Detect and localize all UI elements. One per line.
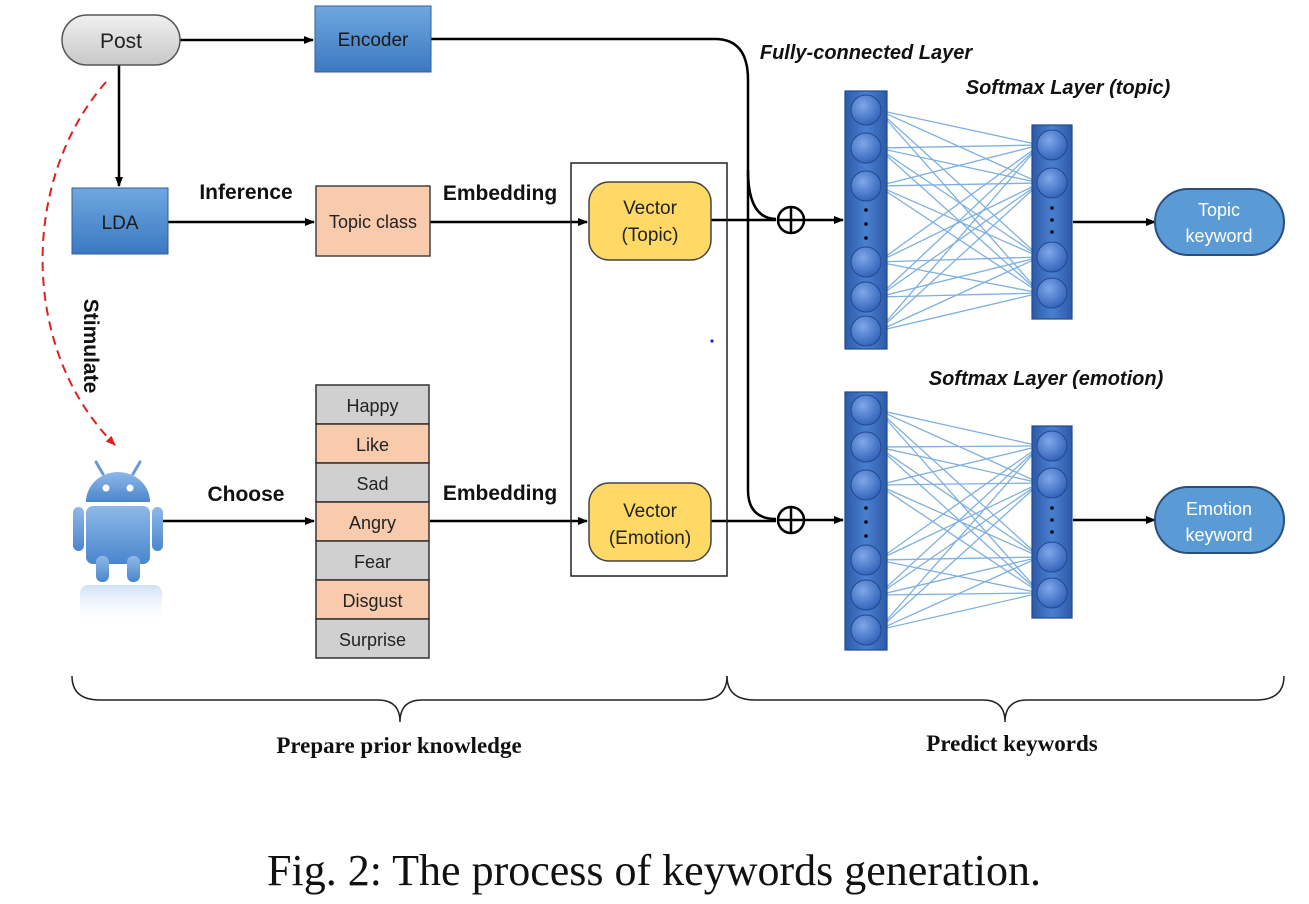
emotion-item: Surprise	[315, 618, 430, 659]
vector-container	[570, 162, 728, 577]
topic-keyword-line2: keyword	[1185, 226, 1252, 246]
neuron	[1036, 277, 1068, 309]
post-node: Post	[61, 14, 181, 66]
softmax-emotion-label: Softmax Layer (emotion)	[929, 368, 1164, 390]
vector-topic-line2: (Topic)	[621, 225, 678, 246]
neuron	[1036, 430, 1068, 462]
fc-connections	[877, 409, 1041, 631]
neuron	[850, 394, 882, 426]
emotion-item: Like	[315, 423, 430, 464]
stray-dot	[710, 339, 714, 343]
vector-emotion-line1: Vector	[623, 501, 678, 522]
neuron	[1036, 577, 1068, 609]
topic-keyword-node: Topic keyword	[1154, 188, 1285, 256]
emotion-label: Disgust	[342, 591, 402, 611]
fc-connections	[877, 109, 1041, 332]
emotion-label: Fear	[354, 552, 391, 572]
emotion-keyword-node: Emotion keyword	[1154, 486, 1285, 554]
circled-plus-icon	[776, 205, 806, 235]
neuron	[1036, 167, 1068, 199]
neuron	[850, 544, 882, 576]
embedding-topic-label: Embedding	[443, 182, 557, 205]
vector-emotion-line2: (Emotion)	[609, 528, 691, 549]
stimulate-arrow	[41, 81, 116, 446]
ellipsis-dots	[864, 506, 868, 538]
emotion-label: Angry	[349, 513, 396, 533]
neuron	[850, 281, 882, 313]
ellipsis-dots	[864, 208, 868, 240]
neuron	[850, 132, 882, 164]
neural-net-topic	[844, 90, 1073, 350]
topic-keyword-line1: Topic	[1198, 200, 1240, 220]
neuron	[850, 614, 882, 646]
neuron	[850, 246, 882, 278]
ellipsis-dots	[1050, 206, 1054, 234]
edge-encoder-to-plus	[431, 37, 777, 521]
neuron	[1036, 541, 1068, 573]
connectors	[115, 36, 1156, 525]
vector-topic-node: Vector (Topic)	[588, 181, 712, 261]
neuron	[1036, 241, 1068, 273]
lda-label: LDA	[102, 213, 139, 234]
emotion-label: Sad	[356, 474, 388, 494]
neuron	[850, 94, 882, 126]
choose-label: Choose	[207, 483, 284, 506]
topic-class-label: Topic class	[329, 212, 417, 232]
vector-emotion-node: Vector (Emotion)	[588, 482, 712, 562]
stimulate-label: Stimulate	[79, 299, 102, 394]
post-label: Post	[100, 30, 142, 53]
topic-class-node: Topic class	[315, 185, 431, 257]
brace-predict	[726, 675, 1285, 723]
emotion-item: Sad	[315, 462, 430, 503]
section-prepare-label: Prepare prior knowledge	[276, 733, 521, 758]
emotion-label: Happy	[346, 396, 398, 416]
emotion-label: Surprise	[339, 630, 406, 650]
neuron	[850, 469, 882, 501]
emotion-keyword-line2: keyword	[1185, 525, 1252, 545]
neural-net-emotion	[844, 391, 1073, 651]
fully-connected-layer-label: Fully-connected Layer	[760, 42, 973, 64]
figure-caption: Fig. 2: The process of keywords generati…	[267, 846, 1041, 895]
softmax-topic-label: Softmax Layer (topic)	[966, 77, 1171, 99]
edge-encoder-branch-topic	[746, 169, 777, 221]
neuron	[850, 315, 882, 347]
neuron	[850, 431, 882, 463]
embedding-emotion-label: Embedding	[443, 482, 557, 505]
neuron	[850, 579, 882, 611]
emotion-item: Happy	[315, 384, 430, 425]
android-robot-icon	[73, 460, 163, 625]
ellipsis-dots	[1050, 506, 1054, 534]
vector-topic-line1: Vector	[623, 198, 678, 219]
emotion-keyword-line1: Emotion	[1186, 499, 1252, 519]
emotion-item: Angry	[315, 501, 430, 542]
brace-prepare	[71, 675, 728, 723]
neuron	[850, 170, 882, 202]
emotion-item: Fear	[315, 540, 430, 581]
encoder-label: Encoder	[338, 30, 409, 51]
encoder-node: Encoder	[314, 5, 432, 73]
emotion-item: Disgust	[315, 579, 430, 620]
lda-node: LDA	[71, 187, 169, 255]
inference-label: Inference	[199, 181, 292, 204]
emotion-label: Like	[356, 435, 389, 455]
neuron	[1036, 129, 1068, 161]
section-predict-label: Predict keywords	[926, 731, 1097, 756]
neuron	[1036, 467, 1068, 499]
circled-plus-icon	[776, 505, 806, 535]
